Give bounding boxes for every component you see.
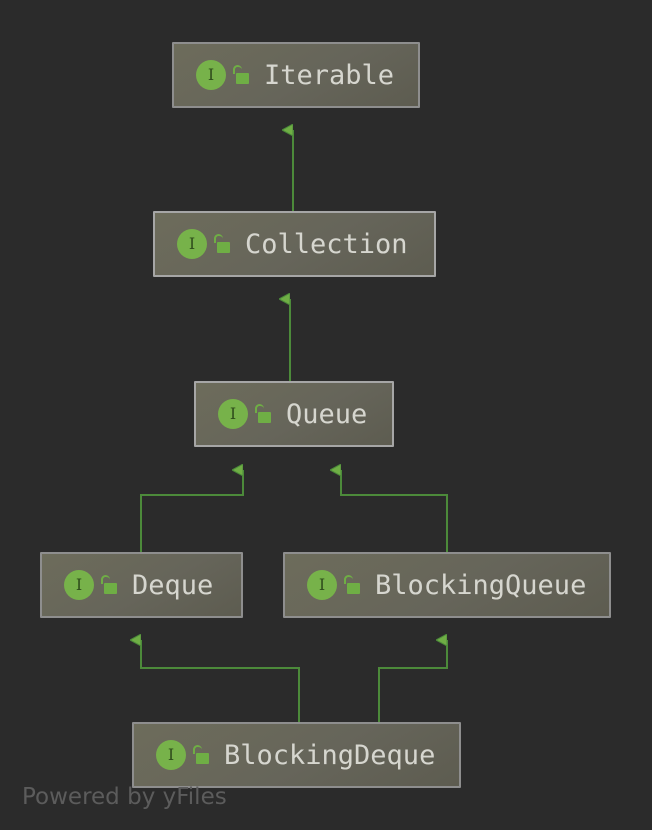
unlocked-padlock-icon [100,575,118,595]
uml-node-blockingqueue[interactable]: I BlockingQueue [283,552,611,618]
uml-node-label: BlockingDeque [224,739,436,771]
unlocked-padlock-icon [254,404,272,424]
uml-node-label: BlockingQueue [375,569,587,601]
interface-badge-icon: I [307,570,337,600]
uml-node-label: Iterable [264,59,395,91]
uml-node-label: Queue [286,398,368,430]
interface-badge-icon: I [156,740,186,770]
edge-deque-queue [140,470,244,552]
interface-badge-letter: I [229,404,237,423]
uml-node-deque[interactable]: I Deque [40,552,243,618]
edge-blockingdeque-deque [141,640,300,722]
edge-blockingqueue-queue [341,470,448,552]
interface-badge-letter: I [188,234,196,253]
uml-node-label: Collection [245,228,408,260]
interface-badge-icon: I [196,60,226,90]
interface-badge-letter: I [207,65,215,84]
edge-blockingdeque-blockingqueue [378,640,448,722]
uml-node-collection[interactable]: I Collection [153,211,436,277]
interface-badge-icon: I [218,399,248,429]
interface-badge-icon: I [64,570,94,600]
interface-badge-icon: I [177,229,207,259]
unlocked-padlock-icon [232,65,250,85]
uml-node-iterable[interactable]: I Iterable [172,42,420,108]
interface-badge-letter: I [75,575,83,594]
interface-badge-letter: I [167,745,175,764]
yfiles-watermark: Powered by yFiles [22,784,227,810]
unlocked-padlock-icon [192,745,210,765]
uml-node-queue[interactable]: I Queue [194,381,394,447]
unlocked-padlock-icon [213,234,231,254]
uml-node-label: Deque [132,569,214,601]
uml-node-blockingdeque[interactable]: I BlockingDeque [132,722,461,788]
interface-badge-letter: I [318,575,326,594]
unlocked-padlock-icon [343,575,361,595]
